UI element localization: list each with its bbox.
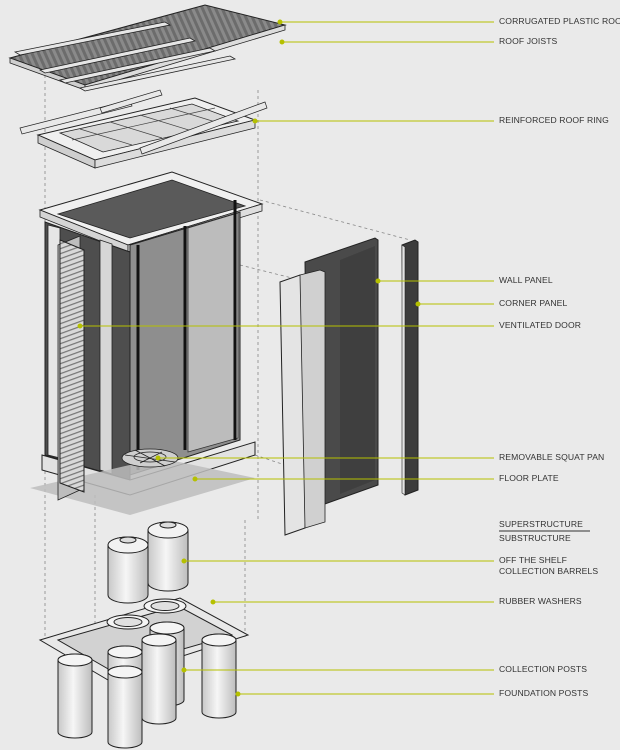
- label-foundation-posts: FOUNDATION POSTS: [499, 688, 589, 698]
- label-wall-panel: WALL PANEL: [499, 275, 553, 285]
- ventilated-door: [57, 235, 85, 501]
- squat-pan: [121, 448, 179, 468]
- label-rubber-washers: RUBBER WASHERS: [499, 596, 582, 606]
- label-squat-pan: REMOVABLE SQUAT PAN: [499, 452, 605, 462]
- label-substructure: SUBSTRUCTURE: [499, 533, 571, 543]
- wall-panel: [279, 237, 379, 536]
- roof-joists: [13, 21, 237, 92]
- cubicle: [30, 171, 264, 515]
- label-floor-plate: FLOOR PLATE: [499, 473, 559, 483]
- label-ventilated-door: VENTILATED DOOR: [499, 320, 582, 330]
- label-barrels-line2: COLLECTION BARRELS: [499, 566, 599, 576]
- label-barrels-line1: OFF THE SHELF: [499, 555, 567, 565]
- label-corner-panel: CORNER PANEL: [499, 298, 568, 308]
- label-roof: CORRUGATED PLASTIC ROOF: [499, 16, 620, 26]
- label-roof-ring: REINFORCED ROOF RING: [499, 115, 609, 125]
- roof-ring: [19, 89, 268, 169]
- leader-lines: [77, 19, 494, 697]
- label-roof-joists: ROOF JOISTS: [499, 36, 558, 46]
- foundation-posts: [57, 621, 237, 749]
- label-collection-posts: COLLECTION POSTS: [499, 664, 588, 674]
- label-superstructure: SUPERSTRUCTURE: [499, 519, 584, 529]
- collection-barrels: [107, 521, 189, 604]
- corner-panel: [401, 239, 419, 496]
